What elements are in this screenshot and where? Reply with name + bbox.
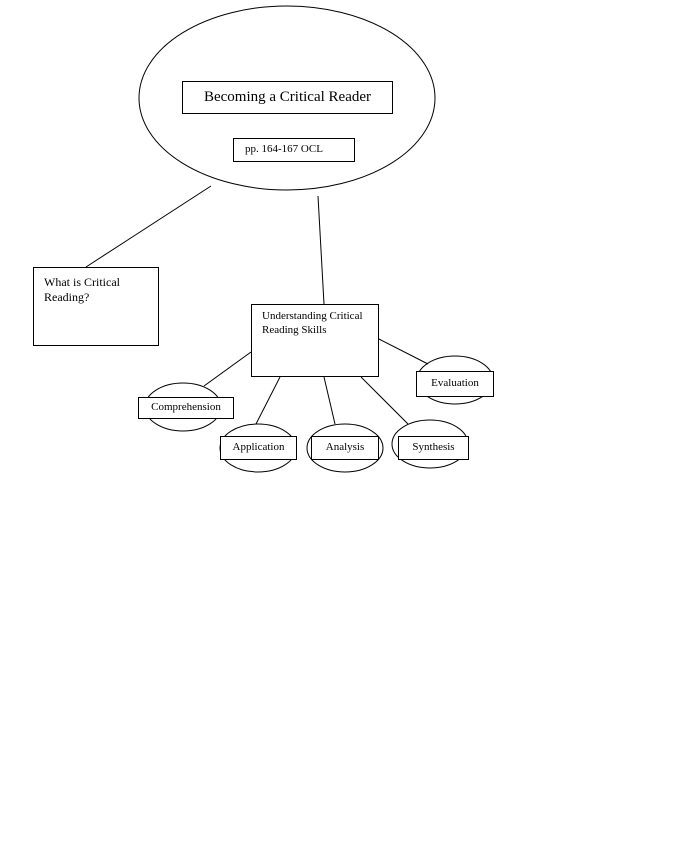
application-box: Application (220, 436, 297, 460)
connector-skills-to-comprehension (203, 351, 252, 387)
critical-reading-skills-label: Understanding Critical Reading Skills (262, 310, 363, 336)
comprehension-box: Comprehension (138, 397, 234, 419)
critical-reading-skills-box: Understanding Critical Reading Skills (251, 304, 379, 377)
main-topic-oval (138, 5, 436, 191)
what-is-critical-reading-box: What is Critical Reading? (33, 267, 159, 346)
evaluation-box: Evaluation (416, 371, 494, 397)
connector-skills-to-evaluation (378, 338, 429, 365)
connector-main-to-skills (317, 195, 325, 305)
analysis-label: Analysis (325, 441, 365, 454)
page-reference-box: pp. 164-167 OCL (233, 138, 355, 162)
connector-skills-to-analysis (323, 376, 336, 425)
what-is-critical-reading-label: What is Critical Reading? (44, 275, 120, 304)
connector-skills-to-application (255, 376, 281, 425)
connector-skills-to-synthesis (360, 376, 409, 425)
evaluation-label: Evaluation (431, 377, 479, 390)
synthesis-box: Synthesis (398, 436, 469, 460)
diagram-title: Becoming a Critical Reader (203, 89, 372, 106)
title-box: Becoming a Critical Reader (182, 81, 393, 114)
analysis-oval (306, 423, 384, 473)
synthesis-label: Synthesis (412, 441, 455, 454)
page-reference: pp. 164-167 OCL (245, 143, 323, 156)
application-label: Application (232, 441, 285, 454)
analysis-box: Analysis (311, 436, 379, 460)
comprehension-label: Comprehension (151, 401, 221, 414)
connector-main-to-what (85, 185, 212, 268)
